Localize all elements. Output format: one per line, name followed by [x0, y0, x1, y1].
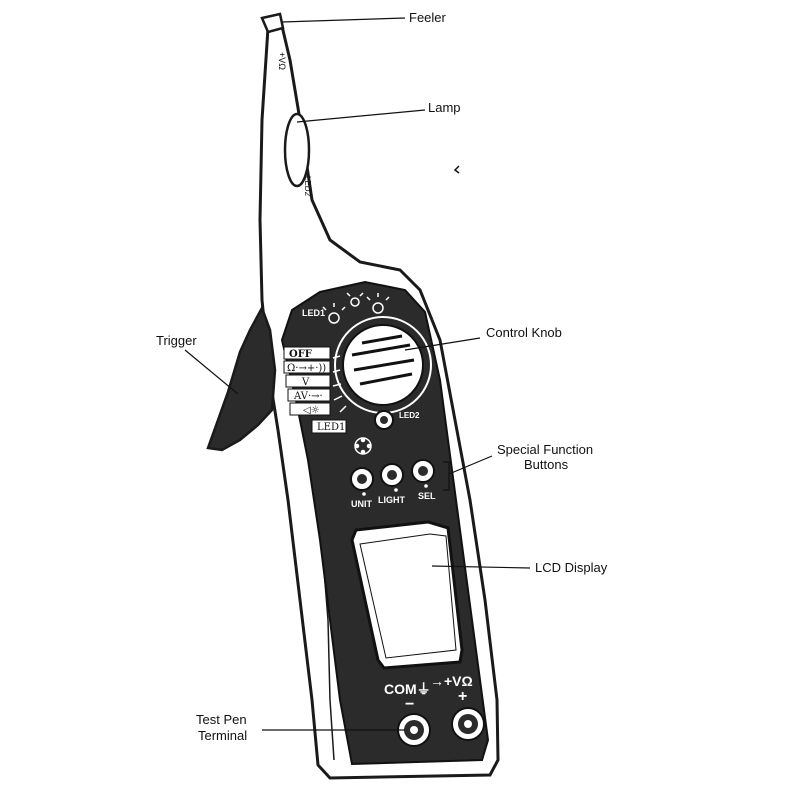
- mode-ohm-diode-continuity: Ω·→+·)): [287, 363, 326, 374]
- light-icon: [346, 292, 364, 307]
- com-terminal-label: COM⏚: [384, 681, 431, 697]
- crosshair-icon: [354, 437, 372, 455]
- callout-leaders: [184, 17, 531, 731]
- mode-speaker: ◁☼: [303, 405, 320, 416]
- special-function-buttons: UNIT LIGHT SEL: [350, 459, 436, 509]
- knob-scale-ticks: [332, 355, 347, 413]
- special-function-callout-line2: Buttons: [524, 457, 569, 472]
- com-terminal-sign: −: [405, 696, 414, 713]
- mode-off: OFF: [289, 349, 312, 360]
- lcd-inner-border: [359, 533, 457, 659]
- vohm-terminal-sign: +: [458, 688, 467, 705]
- trigger-leader: [184, 349, 239, 395]
- stray-mark: [453, 165, 460, 174]
- led2-panel-label: LED2: [399, 411, 420, 420]
- knob-mode-labels: OFF Ω·→+·)) V AV·→· ◁☼ LED1: [283, 346, 347, 434]
- vohm-jack[interactable]: [451, 707, 485, 741]
- lamp-window: [283, 112, 311, 188]
- lamp-leader: [296, 109, 426, 123]
- lamp-callout: Lamp: [428, 100, 461, 115]
- led2-probe-label: LED2: [303, 176, 312, 197]
- feeler-leader: [281, 17, 406, 23]
- feeler-tip: [260, 12, 285, 34]
- knob-grip-3: [359, 372, 413, 386]
- control-knob-leader: [404, 337, 481, 351]
- trigger: [206, 304, 277, 452]
- led2-lamp-icon: [366, 293, 390, 314]
- mode-volt: V: [301, 377, 310, 388]
- probe-marking: +VΩ: [277, 52, 287, 70]
- special-function-callout-line1: Special Function: [497, 442, 593, 457]
- vohm-terminal-label: →+VΩ: [430, 673, 473, 689]
- light-button-label: LIGHT: [378, 495, 405, 505]
- front-panel: LED1 OFF Ω·→+·)) V: [280, 280, 490, 766]
- test-pen-callout-line2: Terminal: [198, 728, 247, 743]
- knob-grip-4: [361, 334, 403, 345]
- trigger-callout: Trigger: [156, 333, 197, 348]
- control-knob-callout: Control Knob: [486, 325, 562, 340]
- lcd-leader: [431, 565, 531, 569]
- led2-indicator-core: [380, 416, 388, 424]
- special-function-leader: [443, 455, 493, 491]
- mode-amp-volt-diode: AV·→·: [293, 391, 323, 402]
- control-knob[interactable]: [334, 316, 432, 414]
- sel-button-label: SEL: [418, 491, 436, 501]
- callout-labels: Feeler Lamp Trigger Control Knob Special…: [156, 10, 608, 743]
- knob-grip-2: [353, 358, 415, 372]
- com-jack[interactable]: [397, 713, 431, 747]
- feeler-callout: Feeler: [409, 10, 447, 25]
- mode-led1: LED1: [317, 422, 345, 433]
- knob-grip-1: [351, 343, 411, 357]
- unit-button-label: UNIT: [351, 499, 372, 509]
- lcd-display-callout: LCD Display: [535, 560, 608, 575]
- test-pen-callout-line1: Test Pen: [196, 712, 247, 727]
- led1-top-label: LED1: [302, 308, 325, 318]
- led1-lamp-icon: [322, 303, 346, 324]
